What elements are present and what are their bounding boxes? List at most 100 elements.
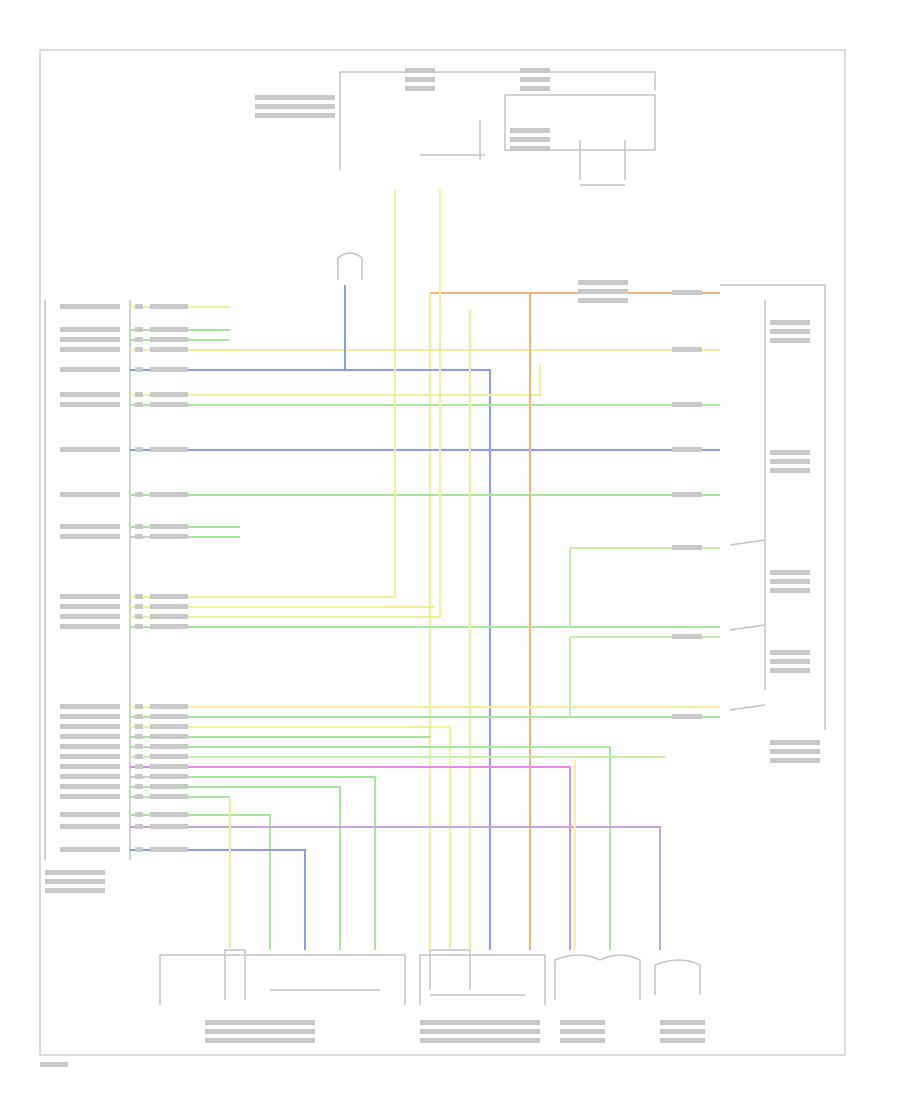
wire-magenta xyxy=(130,766,571,950)
component-label xyxy=(510,128,550,133)
wire-color-label xyxy=(150,624,188,629)
wire-color-label xyxy=(150,447,188,452)
component-label xyxy=(770,758,820,763)
component-label xyxy=(560,1020,605,1025)
relay-box xyxy=(504,94,656,151)
component-label xyxy=(660,1038,705,1043)
pin-number xyxy=(135,714,143,719)
pin-label xyxy=(60,754,120,759)
wires xyxy=(130,190,720,950)
pin-label xyxy=(60,734,120,739)
diagram-border xyxy=(39,49,846,1056)
pin-number xyxy=(135,327,143,332)
wire-color-label xyxy=(150,402,188,407)
pin-number xyxy=(135,734,143,739)
wire-color-label xyxy=(150,794,188,799)
component-label xyxy=(770,320,810,325)
right-switches xyxy=(729,539,766,711)
wire-green xyxy=(130,814,271,950)
wire-yellow xyxy=(130,190,441,618)
component-label xyxy=(578,280,628,285)
component-label xyxy=(255,95,335,100)
pin-number xyxy=(135,794,143,799)
wire-color-label xyxy=(150,714,188,719)
component-label xyxy=(770,329,810,334)
solenoid-frame xyxy=(419,954,546,1005)
wire-color-label xyxy=(150,734,188,739)
wire-color-label xyxy=(150,392,188,397)
wire-color-label xyxy=(150,367,188,372)
pin-number xyxy=(135,534,143,539)
component-label xyxy=(420,1029,540,1034)
pin-number xyxy=(135,392,143,397)
component-label xyxy=(255,104,335,109)
component-label xyxy=(578,289,628,294)
pin-number xyxy=(135,594,143,599)
component-label xyxy=(520,68,550,73)
pin-label xyxy=(60,447,120,452)
pin-label xyxy=(60,524,120,529)
component-label xyxy=(770,579,810,584)
component-label xyxy=(45,879,105,884)
wire-color-label xyxy=(150,774,188,779)
solenoid-inner xyxy=(429,949,471,990)
wire-purple xyxy=(130,826,661,950)
relay-contacts xyxy=(579,140,626,186)
pin-label xyxy=(60,604,120,609)
wire-color-label xyxy=(150,614,188,619)
component-label xyxy=(45,870,105,875)
component-label xyxy=(770,740,820,745)
component-label xyxy=(420,1020,540,1025)
wire-color-label xyxy=(150,524,188,529)
component-label xyxy=(660,1029,705,1034)
wire-color-label xyxy=(150,604,188,609)
wire-color-label xyxy=(150,744,188,749)
wire-color-label xyxy=(150,337,188,342)
right-wire-label xyxy=(672,290,702,295)
component-label xyxy=(770,450,810,455)
component-label xyxy=(45,888,105,893)
pin-number xyxy=(135,624,143,629)
pin-label xyxy=(60,327,120,332)
component-label xyxy=(405,77,435,82)
component-label xyxy=(770,459,810,464)
pin-label xyxy=(60,744,120,749)
wire-color-label xyxy=(150,812,188,817)
pin-number xyxy=(135,812,143,817)
pin-number xyxy=(135,492,143,497)
pin-label xyxy=(60,304,120,309)
right-wire-label xyxy=(672,545,702,550)
right-wire-label xyxy=(672,447,702,452)
component-label xyxy=(255,113,335,118)
wire-color-label xyxy=(150,347,188,352)
pin-label xyxy=(60,812,120,817)
top-fuse-frame xyxy=(339,71,656,170)
component-label xyxy=(405,68,435,73)
sensor-top xyxy=(337,252,363,280)
component-label xyxy=(770,650,810,655)
pin-label xyxy=(60,337,120,342)
figure-id-label xyxy=(40,1062,68,1067)
component-label xyxy=(510,137,550,142)
component-label xyxy=(770,588,810,593)
wire-blue xyxy=(130,369,491,950)
pin-number xyxy=(135,704,143,709)
pin-label xyxy=(60,704,120,709)
pin-number xyxy=(135,724,143,729)
pin-number xyxy=(135,754,143,759)
pin-label xyxy=(60,492,120,497)
wire-ltgreen xyxy=(569,636,720,717)
right-wire-label xyxy=(672,402,702,407)
pin-number xyxy=(135,614,143,619)
pin-number xyxy=(135,524,143,529)
pin-number xyxy=(135,824,143,829)
trs-inner xyxy=(224,949,246,1000)
pin-label xyxy=(60,764,120,769)
component-label xyxy=(520,77,550,82)
pin-number xyxy=(135,402,143,407)
pin-number xyxy=(135,764,143,769)
pin-number xyxy=(135,337,143,342)
pin-label xyxy=(60,347,120,352)
pin-number xyxy=(135,774,143,779)
wire-color-label xyxy=(150,327,188,332)
